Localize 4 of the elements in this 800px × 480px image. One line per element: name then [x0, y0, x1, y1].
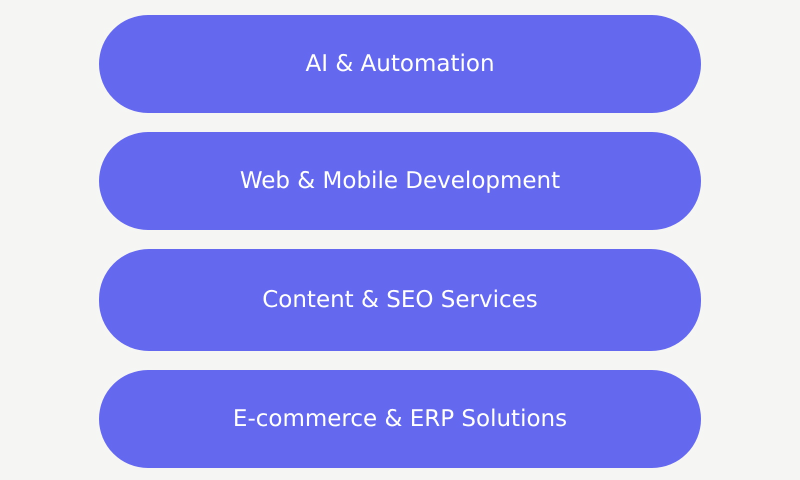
service-label: AI & Automation [305, 51, 495, 77]
service-label: Content & SEO Services [262, 287, 538, 313]
service-label: Web & Mobile Development [240, 168, 560, 194]
service-label: E-commerce & ERP Solutions [232, 406, 568, 432]
